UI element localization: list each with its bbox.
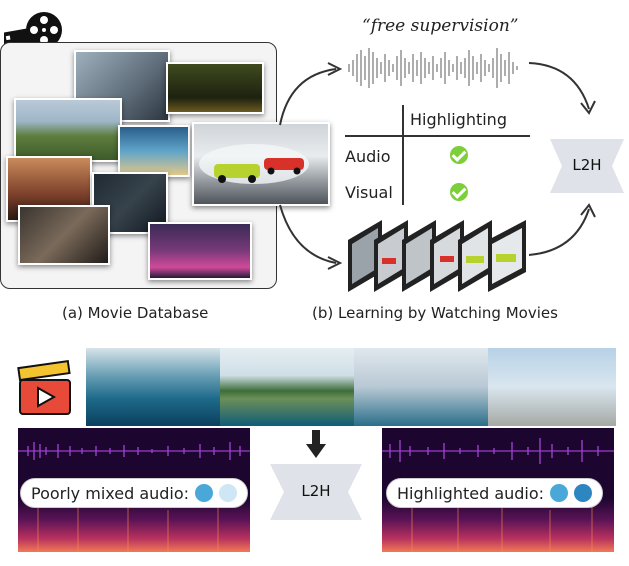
wave-icon — [550, 484, 569, 502]
video-frame-shore — [220, 348, 354, 426]
movie-still-neon — [148, 222, 252, 280]
movie-still-camera — [18, 205, 110, 265]
voice-icon — [574, 484, 593, 502]
movie-still-mountain — [14, 98, 122, 162]
arrow-icon — [306, 430, 326, 458]
table-vertical-divider — [402, 105, 404, 205]
l2h-model-top: L2H — [548, 137, 626, 195]
table-horizontal-divider — [345, 135, 530, 137]
movie-still-race-car — [192, 122, 330, 206]
clapperboard-icon — [17, 360, 71, 415]
free-supervision-label: “free supervision” — [362, 16, 519, 36]
movie-still-car-interior — [166, 62, 264, 114]
l2h-model-bottom: L2H — [268, 462, 364, 522]
check-icon — [450, 146, 468, 164]
highlighting-table: Highlighting Audio Visual — [340, 105, 540, 205]
gray-waveform — [348, 48, 518, 88]
video-frame-wave — [86, 348, 220, 426]
frame-strip — [342, 210, 532, 294]
arrow-icon — [528, 203, 596, 256]
pill-label: Poorly mixed audio: — [31, 483, 190, 503]
table-row-label: Audio — [345, 147, 391, 166]
highlighted-audio-pill: Highlighted audio: — [386, 478, 604, 508]
voice-icon — [219, 484, 238, 502]
arrow-icon — [279, 204, 343, 270]
check-icon — [450, 183, 468, 201]
caption-learning-by-watching: (b) Learning by Watching Movies — [312, 304, 558, 322]
l2h-label: L2H — [572, 156, 602, 174]
caption-movie-database: (a) Movie Database — [62, 304, 209, 322]
pill-label: Highlighted audio: — [397, 483, 545, 503]
arrow-icon — [279, 62, 343, 126]
video-frame-runner-2 — [488, 348, 616, 426]
wave-icon — [195, 484, 214, 502]
arrow-icon — [528, 62, 596, 115]
l2h-label: L2H — [301, 482, 331, 500]
poorly-mixed-audio-pill: Poorly mixed audio: — [20, 478, 249, 508]
movie-still-ocean — [118, 125, 190, 177]
table-column-header: Highlighting — [410, 110, 507, 129]
table-row-label: Visual — [345, 183, 393, 202]
video-frame-runner-1 — [354, 348, 488, 426]
